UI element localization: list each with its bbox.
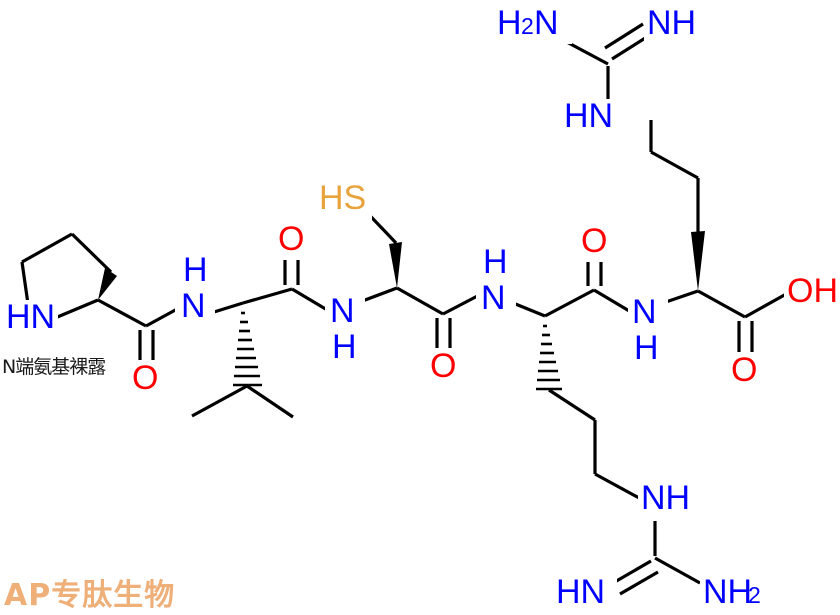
arginine-1-residue xyxy=(512,250,701,596)
arg2-ca-to-cooh-bond xyxy=(697,289,746,319)
cterm-carbonyl-o-label: O xyxy=(728,351,766,390)
arg1-amide-h-text: H xyxy=(483,243,508,281)
pro-ring-bond-cg-cb xyxy=(70,232,113,274)
cys-ca-to-carbonyl-bond xyxy=(396,286,444,316)
pro-ring-bond-n-ca xyxy=(54,298,99,320)
arg2-amide-label: N H xyxy=(628,293,668,367)
cysteine-residue xyxy=(356,201,488,354)
pro-ring-bond-cd-cg xyxy=(21,232,73,264)
cterm-carbonyl-o-text: O xyxy=(731,351,757,389)
arg1-cz-to-nh2-bond xyxy=(654,556,701,585)
val-n-to-ca-bond xyxy=(213,301,244,314)
cysteine-carbonyl-o-label: O xyxy=(426,347,464,386)
arg1-guanidine-sub-text: 2 xyxy=(748,582,761,608)
arg2-guanidine-nh2-label: H 2 N xyxy=(494,4,572,44)
arg2-alpha-stereo-wedge xyxy=(691,231,705,291)
valine-carbonyl-o-text: O xyxy=(278,220,304,258)
cterm-oh-label: OH xyxy=(784,272,840,312)
arg1-amide-label: H N xyxy=(476,243,516,317)
arg1-n-to-ca-bond xyxy=(512,301,546,318)
arginine-2-residue xyxy=(562,22,789,358)
arg1-carbonyl-o-label: O xyxy=(578,222,616,262)
proline-carbonyl-o-label: O xyxy=(128,359,166,398)
arg2-guanidine-sub-text: 2 xyxy=(521,13,534,39)
arg2-side-nh-text: HN xyxy=(564,97,613,135)
valine-carbonyl-o-label: O xyxy=(274,220,312,260)
cysteine-amide-h-text: H xyxy=(332,328,357,366)
arg1-cd-to-ne-bond xyxy=(594,472,642,501)
arg2-guanidine-nh-text: NH xyxy=(647,4,696,42)
val-ca-bond xyxy=(242,287,293,305)
arg2-cz-double-b xyxy=(604,22,644,50)
arg1-ca-to-carbonyl-bond xyxy=(544,288,595,318)
proline-nh-text: HN xyxy=(6,298,55,336)
arg2-guanidine-nh-label: NH xyxy=(644,4,708,44)
n-terminus-annotation: N端氨基裸露 xyxy=(2,356,106,378)
val-methyl-1-bond xyxy=(191,384,248,418)
valine-amide-n-text: N xyxy=(181,287,206,325)
pro-ca-to-carbonyl-bond xyxy=(97,298,147,328)
pro-alpha-stereo-wedge xyxy=(98,268,117,300)
proline-residue xyxy=(20,232,191,366)
arg1-cb-to-cg-bond xyxy=(548,388,596,422)
valine-amide-h-text: H xyxy=(183,251,208,289)
arg2-amide-h-text: H xyxy=(634,329,659,367)
proline-nh-label: HN xyxy=(4,298,58,338)
cys-alpha-stereo-wedge xyxy=(389,242,402,288)
val-alpha-stereo-hash xyxy=(233,311,262,387)
arg1-guanidine-nh-text: NH xyxy=(703,573,752,611)
arg1-cz-double-a xyxy=(612,559,652,585)
arg2-cz-double-a xyxy=(611,33,651,61)
cysteine-amide-label: N H xyxy=(325,292,365,366)
valine-amide-label: H N xyxy=(175,251,215,326)
arg1-alpha-stereo-hash xyxy=(536,324,562,391)
cysteine-thiol-label: HS xyxy=(316,179,372,220)
cysteine-thiol-text: HS xyxy=(319,179,366,217)
cysteine-amide-n-text: N xyxy=(330,292,355,330)
proline-carbonyl-o-text: O xyxy=(132,359,158,397)
arg1-guanidine-hn-text: HN xyxy=(556,573,605,611)
arg1-side-nh-text: NH xyxy=(641,479,690,517)
cterm-oh-text: OH xyxy=(787,272,838,310)
arg2-side-nh-label: HN xyxy=(561,97,625,137)
arg2-cg-to-cd-bond xyxy=(650,150,699,180)
arg1-cz-double-b xyxy=(619,570,659,596)
cterm-c-to-oh-bond xyxy=(744,291,789,319)
arg1-amide-n-text: N xyxy=(481,279,506,317)
arg1-carbonyl-o-text: O xyxy=(581,222,607,260)
val-methyl-2-bond xyxy=(246,384,294,419)
arg2-amide-n-text: N xyxy=(632,293,657,331)
arg2-guanidine-n-text: N xyxy=(534,4,559,42)
arg1-guanidine-hn-label: HN xyxy=(553,573,617,613)
arg2-guanidine-h-text: H xyxy=(497,4,522,42)
arg1-side-nh-label: NH xyxy=(638,479,702,519)
arg1-guanidine-nh2-label: NH 2 xyxy=(700,573,782,615)
cysteine-carbonyl-o-text: O xyxy=(430,347,456,385)
brand-watermark: AP专肽生物 xyxy=(4,578,176,613)
